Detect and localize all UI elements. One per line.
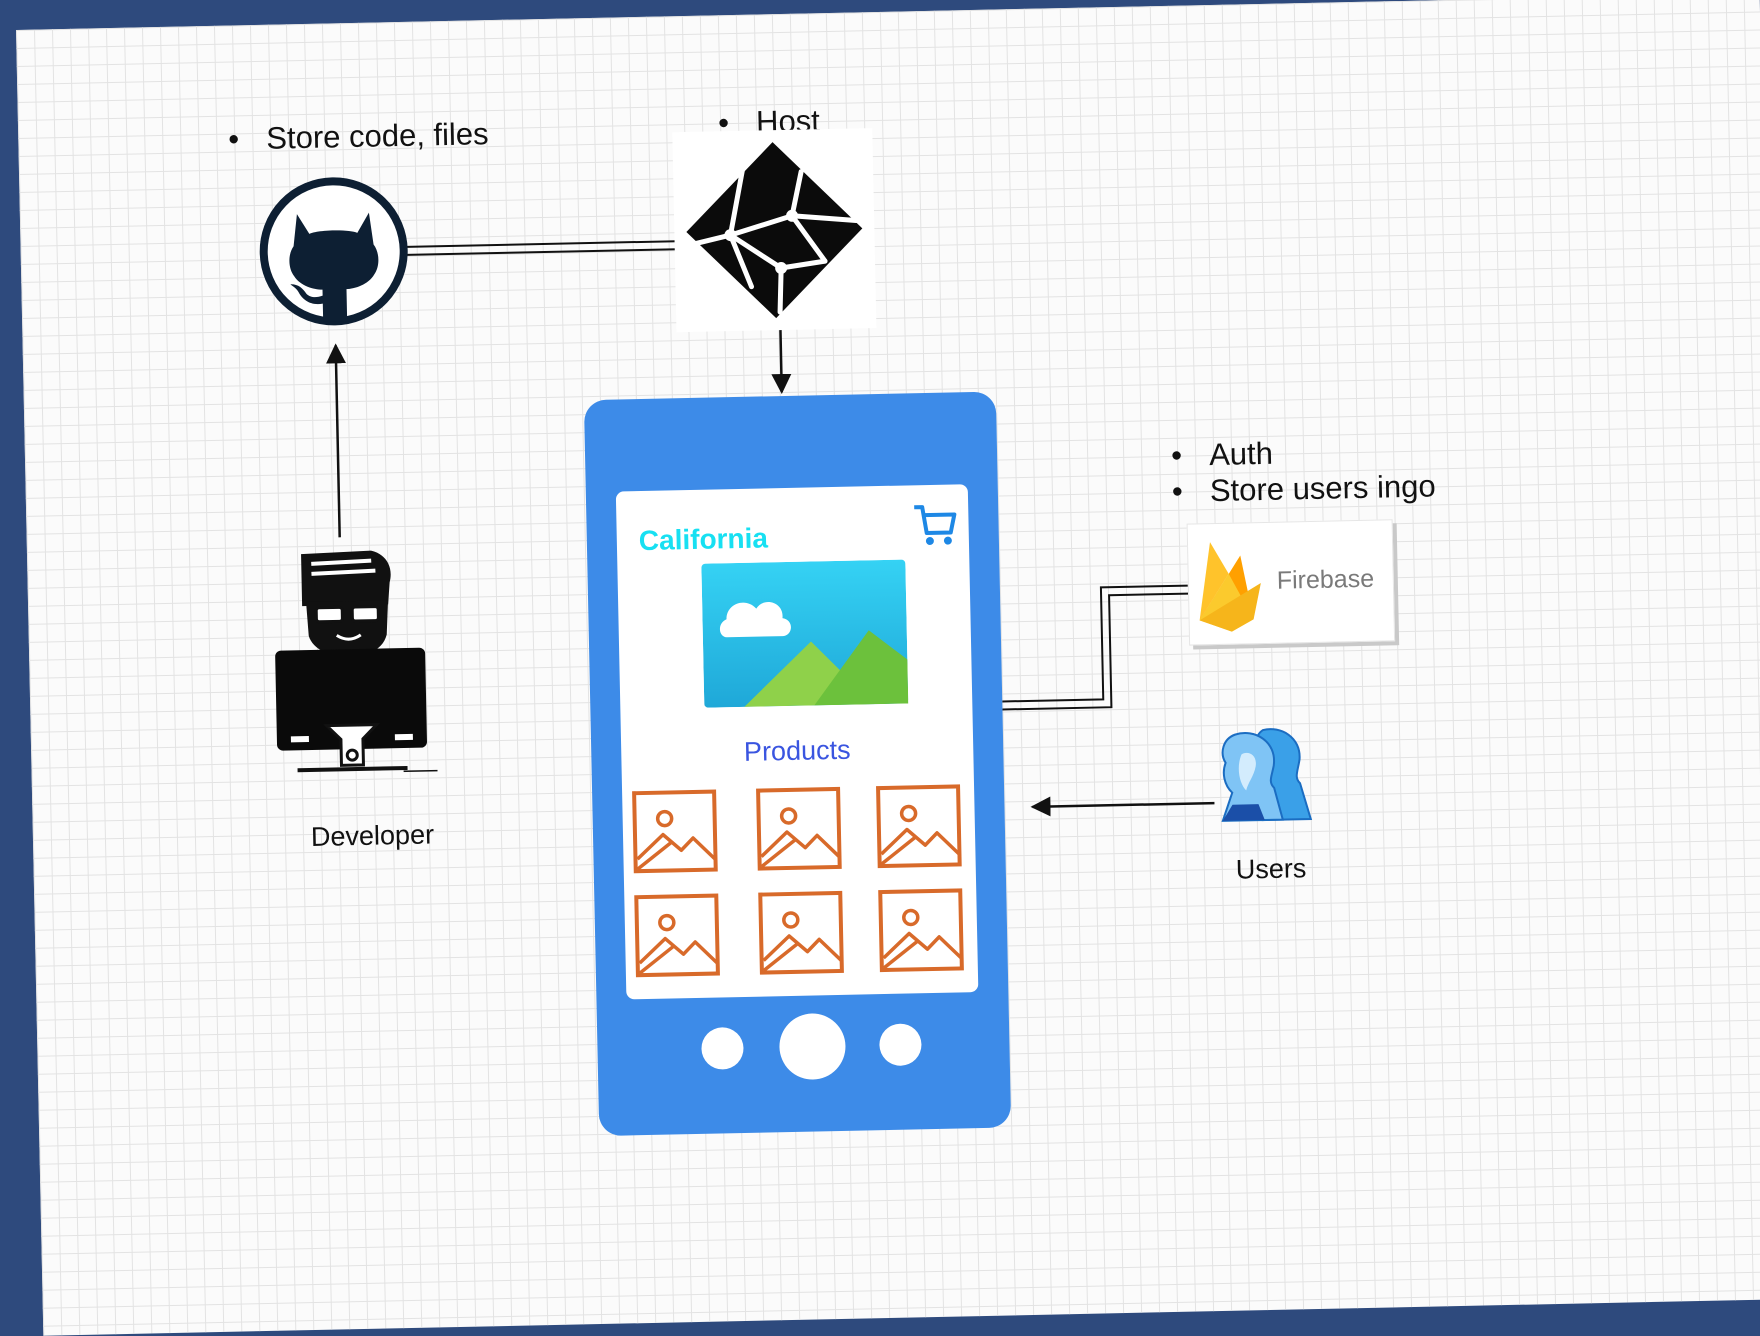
firebase-notes: •Auth •Store users ingo	[1171, 432, 1436, 509]
image-placeholder-icon	[878, 888, 964, 973]
product-thumbnail[interactable]	[756, 889, 850, 983]
github-note-item: •Store code, files	[227, 116, 489, 157]
netlify-tile	[672, 128, 877, 333]
phone-home-button[interactable]	[778, 1012, 847, 1081]
developer-at-computer-icon	[275, 550, 438, 774]
github-netlify-link	[406, 240, 683, 256]
product-thumbnail[interactable]	[874, 782, 968, 876]
phone-mockup: California Products	[583, 391, 1012, 1137]
github-octocat-icon	[259, 177, 408, 326]
users-to-phone-arrow	[1030, 796, 1215, 817]
shopping-cart-icon[interactable]	[912, 502, 959, 549]
phone-screen: California Products	[615, 484, 979, 1000]
product-grid	[622, 782, 978, 989]
github-notes: •Store code, files	[228, 116, 489, 157]
phone-left-button[interactable]	[701, 1026, 744, 1070]
image-placeholder-icon	[632, 789, 718, 874]
image-placeholder-icon	[758, 890, 844, 975]
image-placeholder-icon	[876, 784, 962, 869]
app-title: California	[638, 522, 769, 557]
product-thumbnail[interactable]	[754, 785, 848, 879]
netlify-to-phone-arrow	[771, 329, 792, 395]
image-placeholder-icon	[756, 786, 842, 871]
image-placeholder-icon	[634, 893, 720, 978]
developer-to-github-arrow	[326, 343, 347, 538]
netlify-icon	[686, 142, 863, 319]
firebase-flame-icon	[1199, 542, 1261, 632]
firebase-label: Firebase	[1276, 564, 1375, 595]
firebase-note-item: •Store users ingo	[1171, 468, 1436, 509]
phone-right-button[interactable]	[879, 1023, 922, 1067]
diagram-edges	[326, 240, 1215, 817]
firebase-card: Firebase	[1186, 519, 1396, 646]
phone-firebase-link	[1002, 584, 1189, 711]
diagram-canvas: •Store code, files •Host	[16, 0, 1760, 1336]
developer-label: Developer	[310, 819, 435, 852]
product-thumbnail[interactable]	[876, 886, 970, 980]
firebase-note-item: •Auth	[1170, 435, 1274, 473]
users-group-icon	[1221, 728, 1313, 822]
product-thumbnail[interactable]	[630, 787, 724, 881]
product-thumbnail[interactable]	[632, 891, 726, 985]
products-section-label: Products	[743, 734, 851, 767]
landscape-image-icon	[701, 559, 909, 708]
users-label: Users	[1235, 853, 1307, 885]
